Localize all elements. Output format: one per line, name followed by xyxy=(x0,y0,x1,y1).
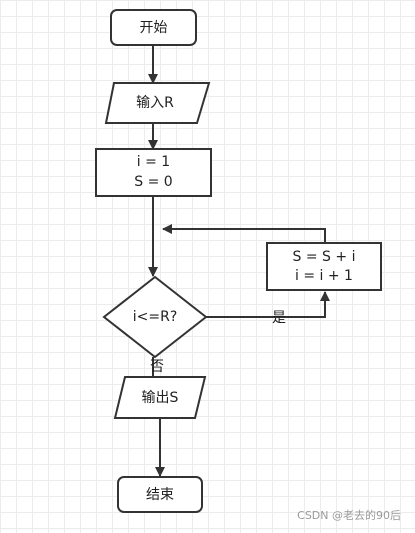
end-label: 结束 xyxy=(146,487,174,503)
output-label: 输出S xyxy=(142,390,179,406)
init-node[interactable]: i = 1 S = 0 xyxy=(95,148,212,197)
watermark: CSDN @老去的90后 xyxy=(297,509,401,522)
start-label: 开始 xyxy=(140,20,168,36)
edge-body-loop-back xyxy=(162,224,326,242)
body-line1: S = S + i xyxy=(293,249,356,265)
input-node[interactable]: 输入R xyxy=(104,82,211,124)
init-line1: i = 1 xyxy=(137,154,170,170)
start-node[interactable]: 开始 xyxy=(110,9,197,46)
edge-decision-yes-to-body xyxy=(205,291,330,318)
output-node[interactable]: 输出S xyxy=(113,376,207,419)
loop-body-node[interactable]: S = S + i i = i + 1 xyxy=(266,242,382,291)
edges xyxy=(148,45,330,477)
decision-label: i<=R? xyxy=(133,309,178,325)
no-label: 否 xyxy=(150,359,164,375)
body-line2: i = i + 1 xyxy=(295,268,353,284)
decision-node[interactable]: i<=R? xyxy=(102,275,208,359)
init-line2: S = 0 xyxy=(134,174,172,190)
yes-label: 是 xyxy=(272,310,286,326)
end-node[interactable]: 结束 xyxy=(117,476,203,513)
input-label: 输入R xyxy=(136,95,174,111)
